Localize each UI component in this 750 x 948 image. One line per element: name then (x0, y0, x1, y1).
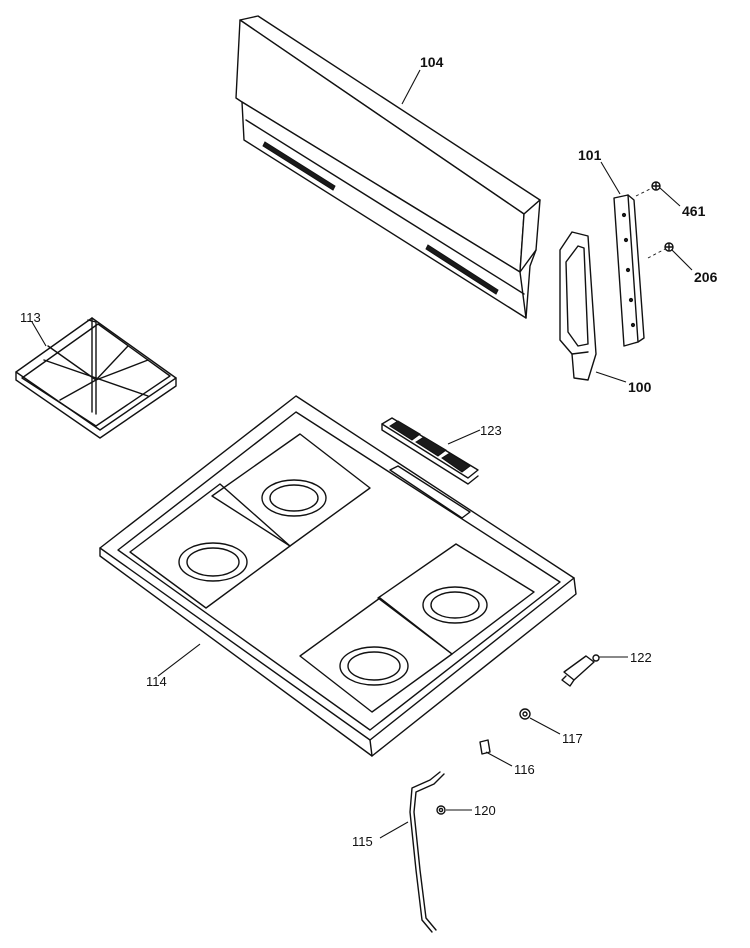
burner-grate-part (15, 317, 177, 439)
side-bracket-part (613, 194, 645, 347)
support-rod-part (409, 771, 445, 933)
igniter-part (561, 654, 600, 687)
callout-123: 123 (480, 423, 502, 438)
callout-206: 206 (694, 269, 718, 285)
callout-122: 122 (630, 650, 652, 665)
fitting-117-part (519, 708, 531, 720)
fitting-116-part (479, 739, 491, 755)
leader-lines (31, 69, 693, 839)
callout-113: 113 (20, 310, 41, 325)
callout-120: 120 (474, 803, 496, 818)
callout-104: 104 (420, 54, 444, 70)
fitting-120-part (436, 805, 446, 815)
callout-115: 115 (352, 834, 373, 849)
screw-461-part (635, 181, 661, 197)
screw-206-part (647, 242, 674, 259)
callout-461: 461 (682, 203, 706, 219)
callout-101: 101 (578, 147, 602, 163)
cooktop-part (99, 395, 577, 757)
end-cap-part (559, 231, 597, 381)
callout-117: 117 (562, 731, 583, 746)
callout-114: 114 (146, 674, 167, 689)
callout-116: 116 (514, 762, 535, 777)
callout-100: 100 (628, 379, 652, 395)
vent-grille-part (381, 417, 479, 485)
backsplash-panel-part (235, 15, 541, 319)
